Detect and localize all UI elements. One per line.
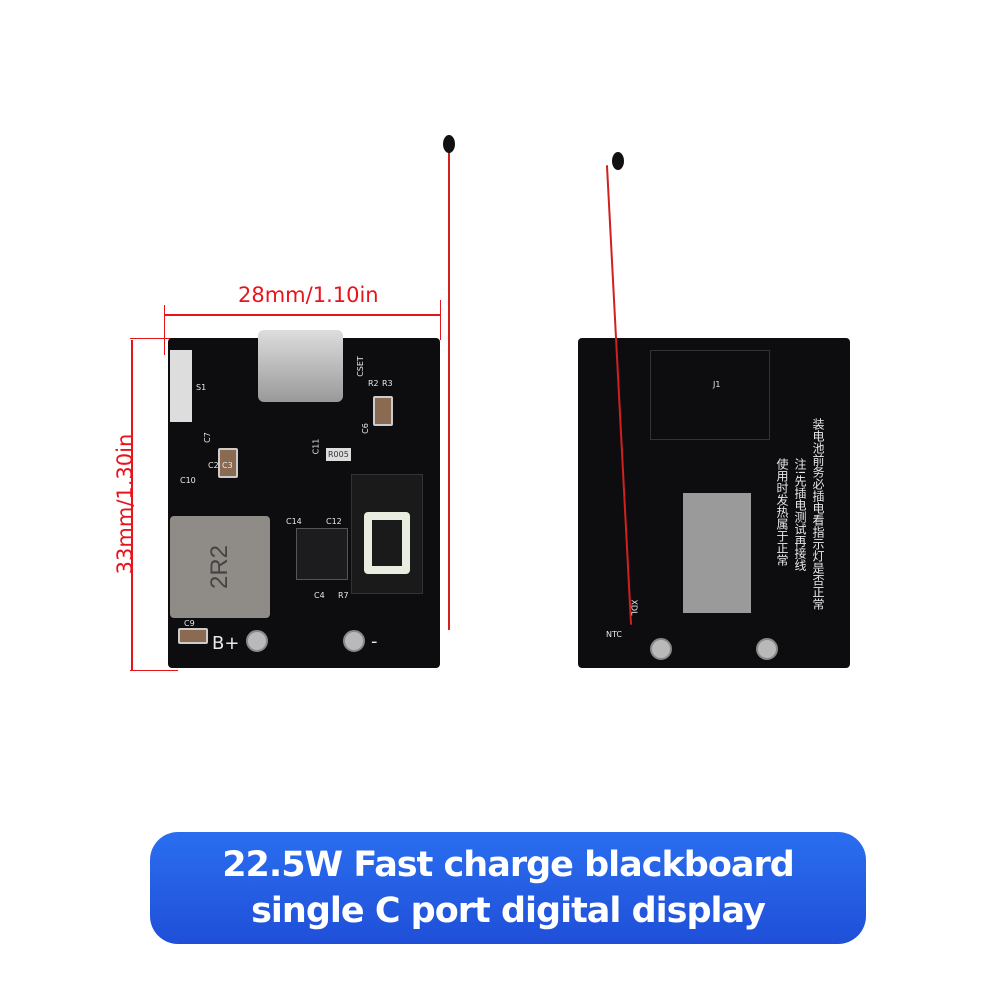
terminal-minus-label: -: [371, 631, 378, 652]
thermistor-wire: [448, 150, 450, 630]
component-label-c2: C2: [208, 461, 219, 470]
component-label-c11: C11: [311, 438, 321, 455]
ntc-label: NTC: [606, 630, 622, 639]
display-digits: [364, 512, 410, 574]
digital-display: [351, 474, 423, 594]
component-label-r3: R3: [382, 379, 393, 388]
switch-label: S1: [196, 383, 207, 392]
thermistor-bead: [612, 152, 624, 170]
terminal-plus-label: B+: [212, 633, 240, 654]
component-label-cset: CSET: [355, 356, 365, 377]
component-label-r2: R2: [368, 379, 379, 388]
capacitor: [218, 448, 238, 478]
controller-chip: [296, 528, 348, 580]
thermal-pad: [683, 493, 751, 613]
terminal-plus-pad: [756, 638, 778, 660]
usb-c-footprint: [650, 350, 770, 440]
component-label-r7: R7: [338, 591, 349, 600]
caption-banner: 22.5W Fast charge blackboard single C po…: [150, 832, 866, 944]
height-dimension-tick-bottom: [130, 670, 178, 671]
component-label-c3: C3: [222, 461, 233, 470]
height-dimension-tick-top: [130, 338, 180, 339]
connector-label: J1: [713, 380, 721, 389]
usb-c-port: [258, 330, 343, 402]
component-label-c4: C4: [314, 591, 325, 600]
component-label-c7: C7: [202, 432, 212, 443]
width-dimension-tick-left: [164, 305, 165, 355]
height-dimension-label: 33mm/1.30in: [113, 433, 137, 575]
switch: [170, 350, 192, 422]
component-label-c6: C6: [360, 423, 370, 434]
component-label-c9: C9: [184, 619, 195, 628]
banner-line-2: single C port digital display: [251, 891, 766, 931]
back-pcb-board: J1 NTC XDL 装电池前务必插电看指示灯是否正常 注!先插电测试再接线 使…: [578, 338, 850, 668]
terminal-minus-pad: [650, 638, 672, 660]
capacitor: [178, 628, 208, 644]
capacitor: [373, 396, 393, 426]
terminal-minus-pad: [343, 630, 365, 652]
inductor: [170, 516, 270, 618]
height-dimension-line: [131, 340, 133, 670]
back-note-3: 使用时发热属于正常: [775, 458, 789, 566]
back-note-1: 装电池前务必插电看指示灯是否正常: [811, 418, 825, 610]
front-pcb-board: S1 2R2 R005 C7 C2 C3 C10 C11 C6 C14 C12 …: [168, 330, 440, 668]
resistor-label: R005: [326, 448, 351, 461]
thermistor-bead: [443, 135, 455, 153]
width-dimension-label: 28mm/1.10in: [238, 283, 379, 307]
banner-line-1: 22.5W Fast charge blackboard: [222, 845, 795, 885]
width-dimension-tick-right: [440, 300, 441, 340]
component-label-c14: C14: [286, 517, 302, 526]
terminal-plus-pad: [246, 630, 268, 652]
component-label-c12: C12: [326, 517, 342, 526]
inductor-label: 2R2: [206, 544, 234, 590]
back-note-2: 注!先插电测试再接线: [793, 458, 807, 571]
width-dimension-line: [165, 314, 441, 316]
component-label-c10: C10: [180, 476, 196, 485]
